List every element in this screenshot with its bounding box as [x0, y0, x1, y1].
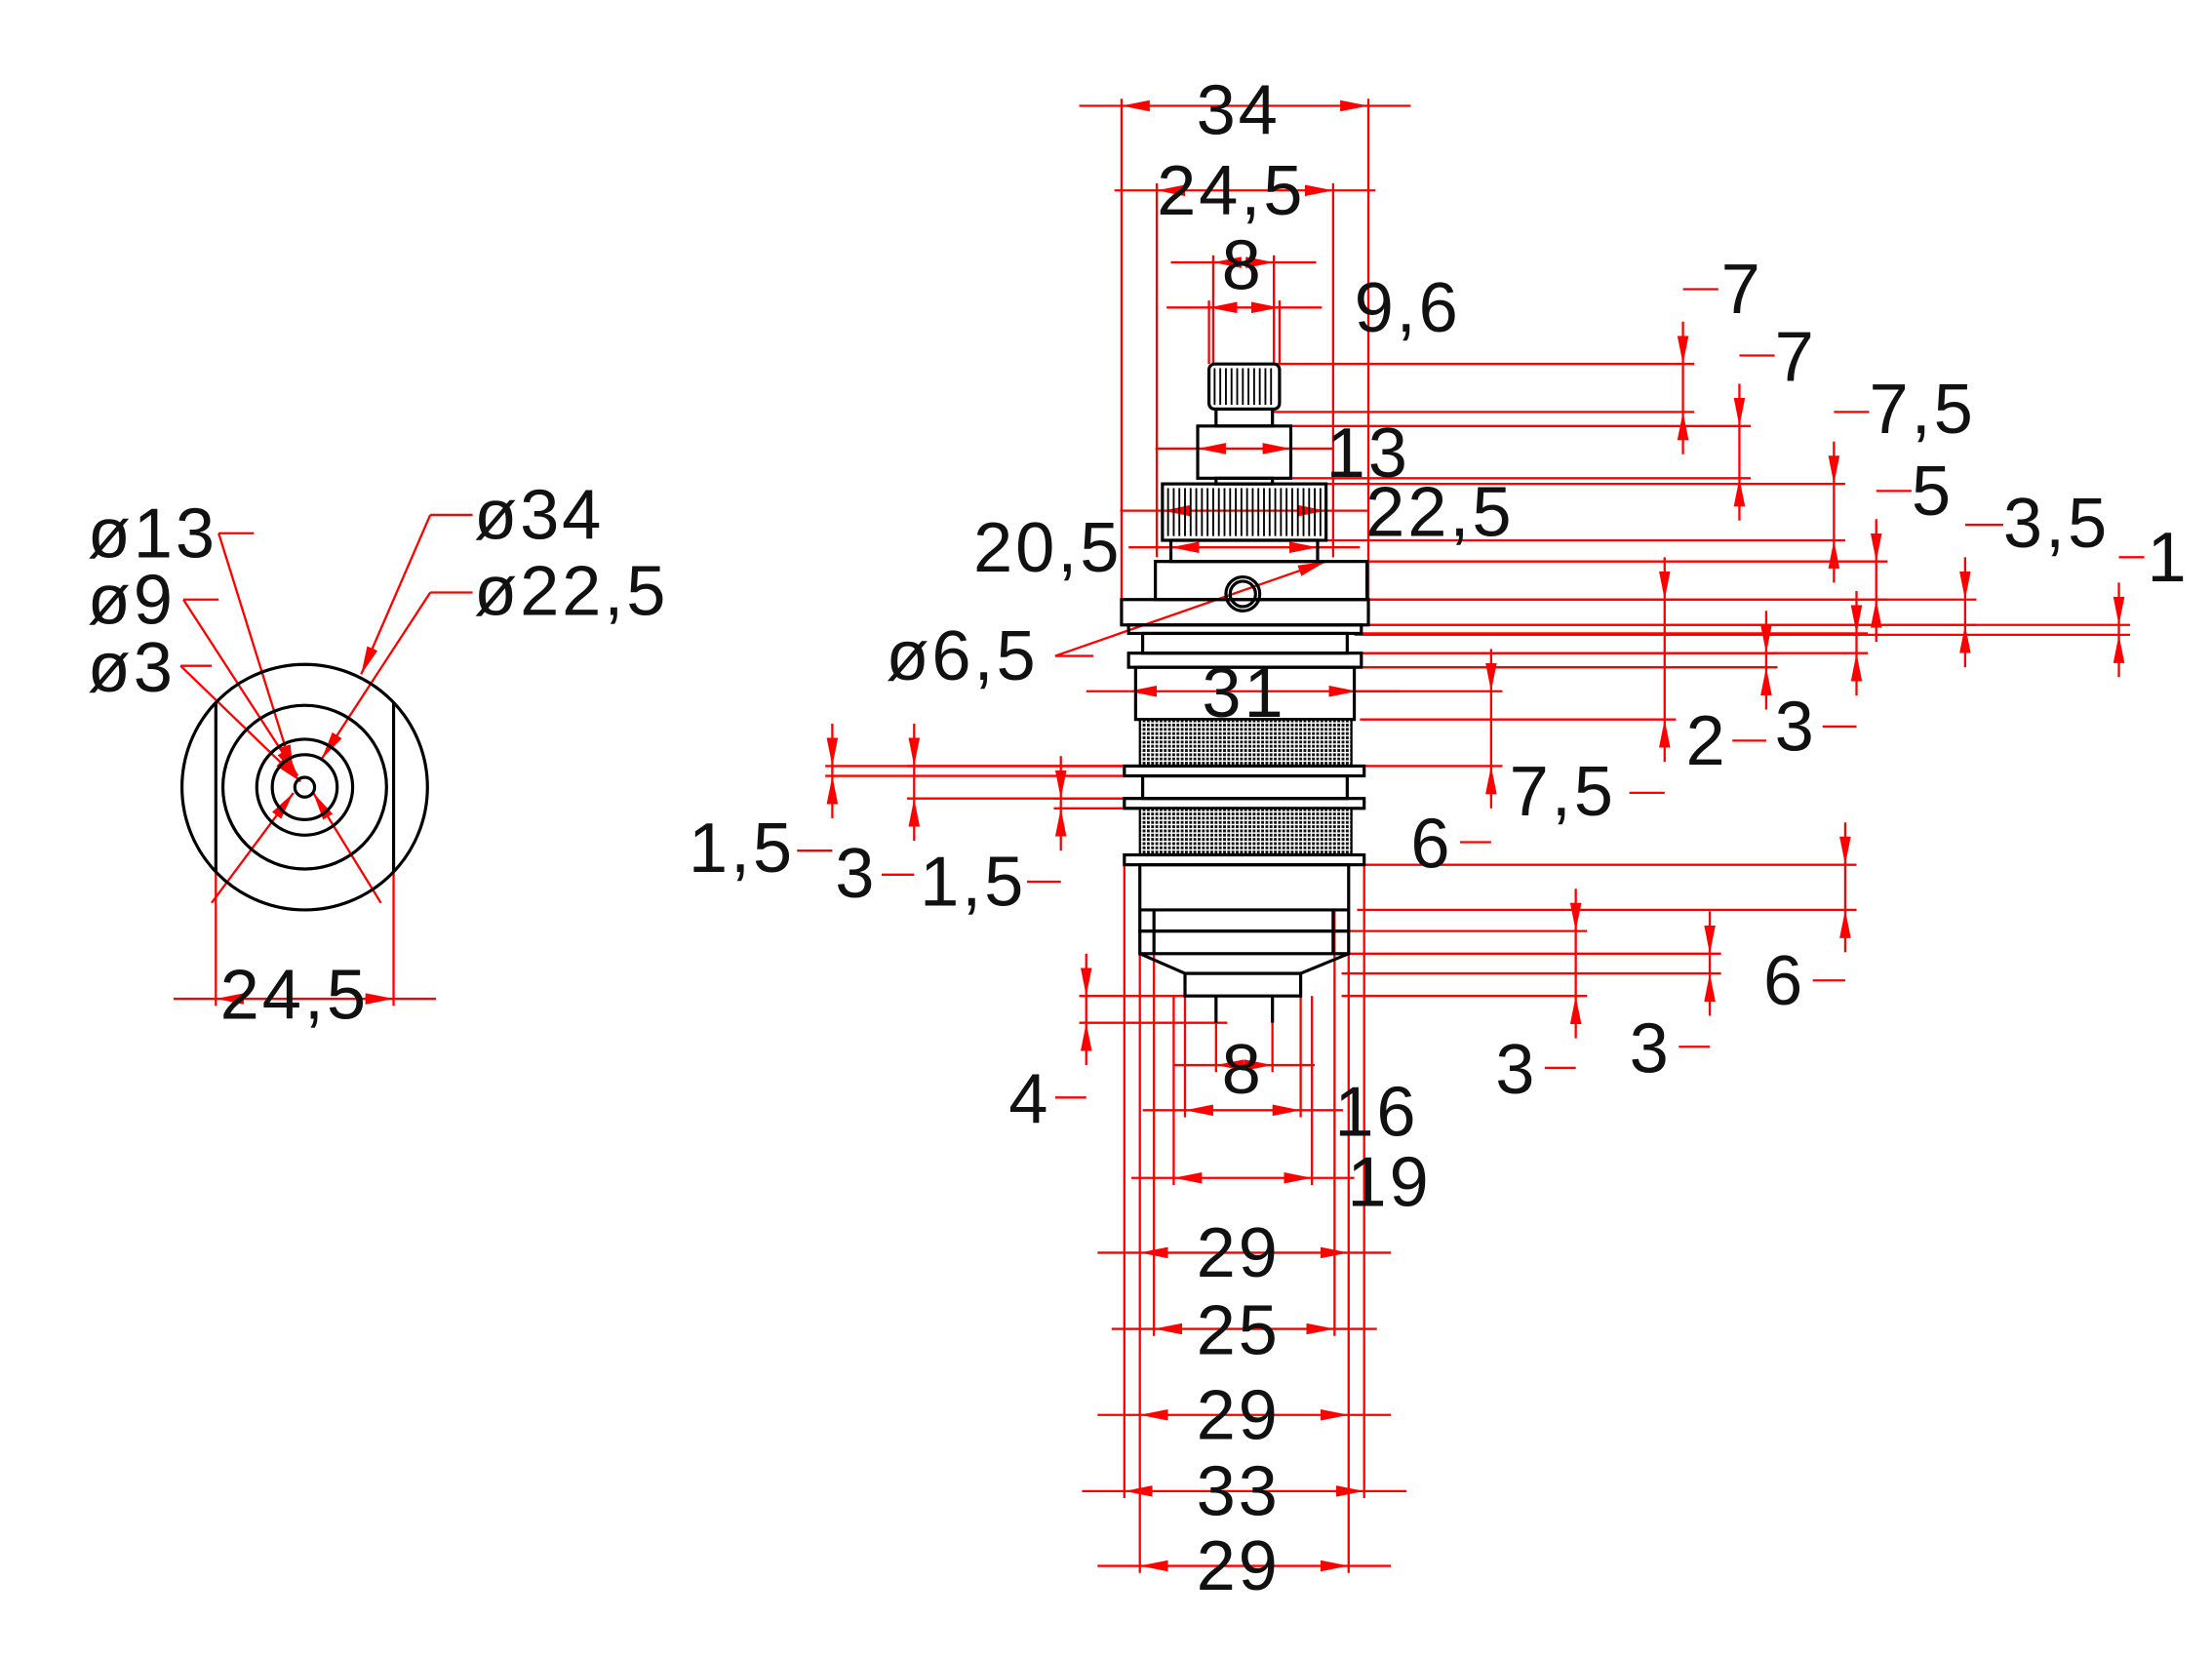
dim-3-5: 3,5	[2003, 485, 2110, 563]
dim-7-5-b: 7,5	[1510, 753, 1616, 831]
dim-7-b: 7	[1775, 319, 1817, 397]
dim-6-a: 6	[1410, 806, 1452, 884]
dim-1-5-a: 1,5	[689, 810, 795, 888]
dim-31: 31	[1202, 654, 1285, 732]
dim-hole-6-5: ø6,5	[886, 617, 1038, 695]
diameter-leader	[360, 514, 432, 675]
dim-dia-9: ø9	[88, 561, 176, 639]
dim-4: 4	[1008, 1060, 1050, 1138]
dim-dia-3: ø3	[88, 629, 176, 707]
dim-29-c: 29	[1197, 1527, 1281, 1605]
dim-8-top: 8	[1222, 227, 1264, 305]
dim-2: 2	[1685, 702, 1727, 780]
cap	[1196, 424, 1293, 480]
dim-24-5: 24,5	[1157, 152, 1305, 230]
dim-end-24-5: 24,5	[220, 956, 369, 1034]
taper	[1139, 952, 1350, 975]
dim-3-c: 3	[1495, 1031, 1537, 1109]
dim-19: 19	[1347, 1144, 1431, 1222]
outer-circle-34	[179, 662, 429, 912]
circle-9	[270, 753, 339, 821]
knurled-band-lower	[1138, 807, 1353, 856]
dim-dia-22-5: ø22,5	[474, 553, 668, 631]
dim-3-d: 3	[1630, 1009, 1672, 1087]
hole-6-5	[1224, 574, 1262, 612]
dim-34: 34	[1197, 71, 1281, 149]
dim-1: 1	[2147, 519, 2189, 597]
dim-8-bottom: 8	[1222, 1031, 1264, 1109]
oring-groove-lower	[1123, 797, 1366, 810]
dim-7-a: 7	[1721, 251, 1763, 329]
dim-3-b: 3	[835, 835, 877, 913]
knurled-nut	[1161, 482, 1328, 542]
end-view	[179, 662, 429, 912]
dim-6-b: 6	[1763, 942, 1805, 1020]
dim-29-b: 29	[1197, 1376, 1281, 1454]
bottom-stub	[1183, 971, 1303, 998]
dimension-labels: 34 24,5 8 9,6 7 7 13 7,5 22,5 5 20,5 3,5…	[88, 71, 2189, 1605]
diameter-leader	[217, 533, 295, 773]
dim-7-5-a: 7,5	[1870, 371, 1976, 449]
body	[1138, 863, 1351, 933]
dim-33: 33	[1197, 1452, 1281, 1530]
dim-29-a: 29	[1197, 1214, 1281, 1292]
dim-dia-13: ø13	[88, 494, 217, 573]
dim-13: 13	[1326, 415, 1410, 493]
dim-3-a: 3	[1775, 689, 1817, 767]
diameter-leader	[182, 599, 299, 777]
dim-1-5-b: 1,5	[920, 844, 1026, 922]
diameter-leader	[179, 664, 301, 783]
dim-22-5: 22,5	[1365, 474, 1514, 552]
circle-22-5	[220, 703, 388, 871]
circle-3	[293, 775, 317, 799]
dim-25: 25	[1197, 1292, 1281, 1370]
dimension-lines	[173, 99, 2145, 1573]
diameter-leader	[320, 591, 432, 760]
dim-5: 5	[1912, 453, 1954, 531]
dim-dia-34: ø34	[474, 477, 604, 555]
leader-hole	[1054, 560, 1327, 657]
dim-20-5: 20,5	[973, 509, 1122, 587]
circle-13	[255, 737, 355, 837]
diameter-leader	[211, 792, 295, 904]
knurled-band-upper	[1138, 718, 1353, 768]
cartridge-side-view	[1120, 362, 1370, 1023]
dim-16: 16	[1334, 1073, 1418, 1151]
bottom-pin	[1214, 996, 1275, 1023]
dim-9-6: 9,6	[1355, 269, 1461, 347]
